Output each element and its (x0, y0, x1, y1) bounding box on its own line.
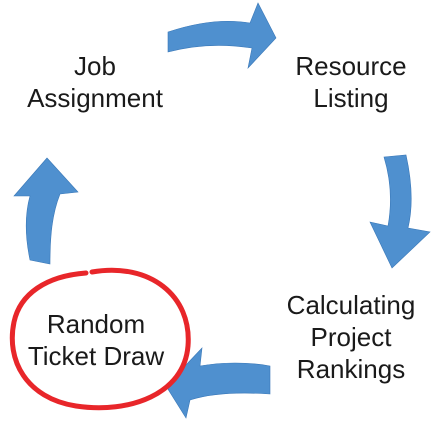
node-line: Listing (313, 83, 389, 113)
node-resource-listing: Resource Listing (266, 50, 436, 114)
node-random-ticket-draw: Random Ticket Draw (6, 308, 186, 372)
arrow-shape (13, 157, 79, 265)
arrow-shape (167, 2, 277, 69)
node-job-assignment: Job Assignment (10, 50, 180, 114)
node-line: Random (46, 309, 146, 339)
arrow-resource-to-calc (369, 154, 431, 269)
arrow-shape (165, 347, 271, 419)
arrow-calc-to-random (165, 347, 271, 419)
node-line: Project (310, 322, 392, 352)
arrow-shape (369, 154, 431, 269)
node-line: Rankings (296, 354, 406, 384)
node-line: Calculating (286, 290, 416, 320)
node-line: Ticket Draw (27, 341, 165, 371)
arrow-random-to-job (13, 157, 79, 265)
highlight-ring (9, 267, 191, 411)
node-line: Job (74, 51, 116, 81)
highlight-ring-stroke (9, 267, 191, 411)
arrow-job-to-resource (167, 2, 277, 69)
node-line: Resource (295, 51, 407, 81)
node-calculating-project-rankings: Calculating Project Rankings (266, 289, 436, 385)
node-line: Assignment (27, 83, 163, 113)
